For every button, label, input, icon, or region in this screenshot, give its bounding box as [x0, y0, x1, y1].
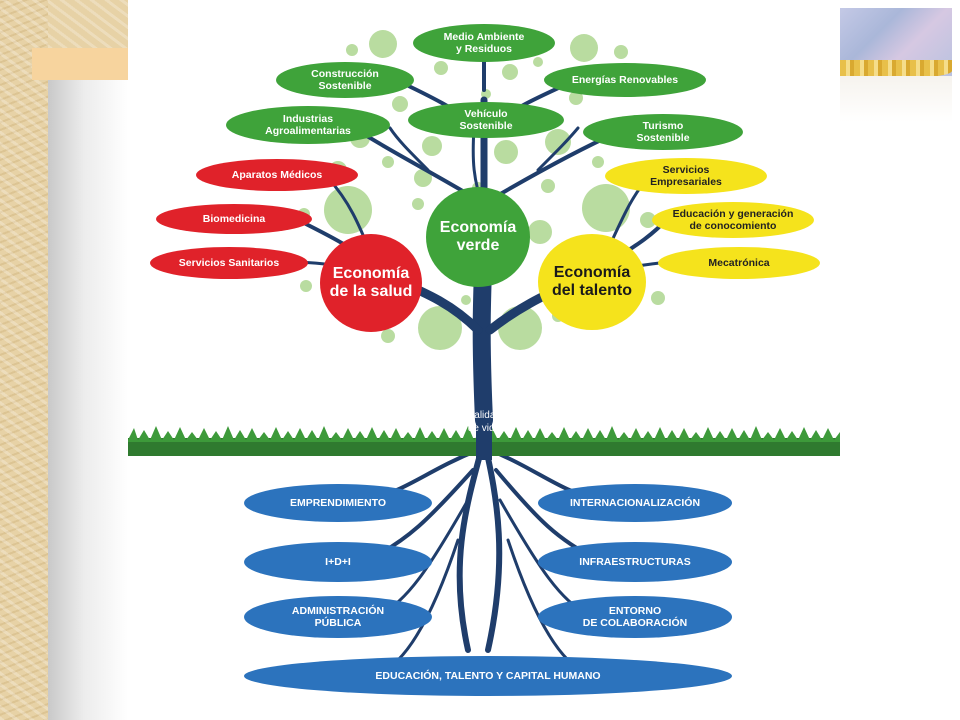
green-economy-circle: Economía verde	[426, 187, 530, 287]
leaf-bubbles	[298, 30, 665, 350]
leaf-bubble	[300, 280, 312, 292]
slide-accent-bar	[32, 48, 142, 80]
root-infraestructuras: INFRAESTRUCTURAS	[538, 542, 732, 582]
leaf-industrias: Industrias Agroalimentarias	[226, 106, 390, 144]
leaf-biomedicina: Biomedicina	[156, 204, 312, 234]
grass-blades	[128, 426, 840, 442]
leaf-bubble	[614, 45, 628, 59]
economy-tree-diagram: Economía verde Economía de la salud Econ…	[128, 0, 840, 720]
leaf-bubble	[422, 136, 442, 156]
talent-economy-label: Economía del talento	[551, 264, 632, 299]
leaf-bubble	[346, 44, 358, 56]
leaf-bubble	[545, 129, 571, 155]
leaf-bubble	[392, 96, 408, 112]
leaf-bubble	[502, 64, 518, 80]
decorative-fade	[840, 76, 952, 122]
root-educacion-talento: EDUCACIÓN, TALENTO Y CAPITAL HUMANO	[244, 656, 732, 696]
leaf-bubble	[412, 198, 424, 210]
leaf-bubble	[569, 91, 583, 105]
leaf-bubble	[582, 184, 630, 232]
leaf-bubble	[533, 57, 543, 67]
leaf-bubble	[461, 295, 471, 305]
leaf-mecatronica: Mecatrónica	[658, 247, 820, 279]
leaf-bubble	[528, 220, 552, 244]
leaf-turismo: Turismo Sostenible	[583, 114, 743, 150]
leaf-bubble	[418, 306, 462, 350]
leaf-bubble	[382, 156, 394, 168]
leaf-bubble	[381, 329, 395, 343]
leaf-servicios-sanitarios: Servicios Sanitarios	[150, 247, 308, 279]
leaf-bubble	[494, 140, 518, 164]
talent-economy-circle: Economía del talento	[538, 234, 646, 330]
health-economy-circle: Economía de la salud	[320, 234, 422, 332]
root-administracion-publica: ADMINISTRACIÓN PÚBLICA	[244, 596, 432, 638]
health-economy-label: Economía de la salud	[329, 265, 413, 300]
leaf-servicios-empresariales: Servicios Empresariales	[605, 158, 767, 194]
quality-of-life-label: Calidad de vida	[467, 410, 501, 434]
leaf-bubble	[414, 169, 432, 187]
leaf-construccion: Construcción Sostenible	[276, 62, 414, 98]
leaf-bubble	[570, 34, 598, 62]
leaf-bubble	[369, 30, 397, 58]
leaf-educacion-conocimiento: Educación y generación de conocomiento	[652, 202, 814, 238]
green-economy-label: Economía verde	[439, 219, 517, 254]
decorative-coins	[840, 60, 952, 78]
root-emprendimiento: EMPRENDIMIENTO	[244, 484, 432, 522]
slide-shadow-strip	[48, 80, 128, 720]
leaf-bubble	[592, 156, 604, 168]
leaf-bubble	[324, 186, 372, 234]
leaf-aparatos-medicos: Aparatos Médicos	[196, 159, 358, 191]
slide-parchment-border	[0, 0, 48, 720]
slide-parchment-top	[48, 0, 128, 48]
root-idi: I+D+I	[244, 542, 432, 582]
leaf-bubble	[541, 179, 555, 193]
root-entorno-colaboracion: ENTORNO DE COLABORACIÓN	[538, 596, 732, 638]
leaf-bubble	[651, 291, 665, 305]
leaf-vehiculo: Vehículo Sostenible	[408, 102, 564, 138]
leaf-bubble	[640, 212, 656, 228]
leaf-bubble	[434, 61, 448, 75]
root-internacionalizacion: INTERNACIONALIZACIÓN	[538, 484, 732, 522]
leaf-medio-ambiente: Medio Ambiente y Residuos	[413, 24, 555, 62]
leaf-energias: Energías Renovables	[544, 63, 706, 97]
